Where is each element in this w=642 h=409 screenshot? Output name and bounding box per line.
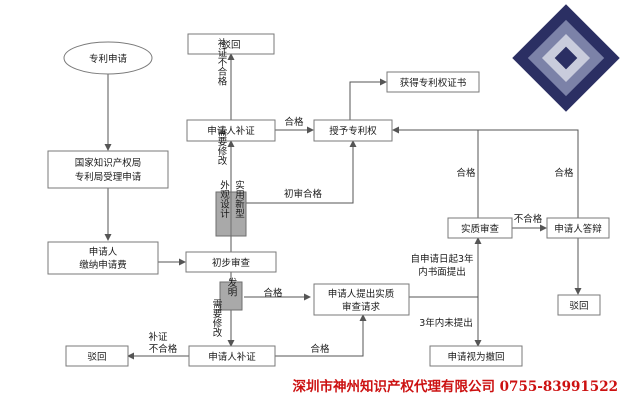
node-certificate: 获得专利权证书	[386, 71, 480, 93]
footer-company: 深圳市神州知识产权代理有限公司 0755-83991522	[292, 378, 618, 395]
label-not-pass: 不合格	[514, 213, 543, 225]
node-withdrawn-text: 申请视为撤回	[447, 351, 504, 363]
node-accept-line1: 国家知识产权局	[75, 157, 142, 169]
node-withdrawn: 申请视为撤回	[429, 345, 523, 367]
label-within-3y-line1: 自申请日起3年	[410, 253, 474, 265]
node-invention: 发明	[219, 277, 243, 311]
label-supplement-not-pass-top: 补证不合格	[216, 38, 228, 87]
label-supplement-line1: 补证	[148, 331, 168, 343]
node-supplement-top: 申请人补证	[186, 119, 276, 142]
node-start: 专利申请	[63, 41, 153, 75]
node-grant-text: 授予专利权	[329, 125, 377, 137]
label-pass-supplement-grant: 合格	[284, 116, 304, 128]
edges	[104, 53, 582, 360]
node-fee-line1: 申请人	[89, 246, 118, 258]
node-accept-line2: 专利局受理申请	[75, 171, 142, 183]
label-prelim-pass: 初审合格	[284, 188, 323, 200]
label-pass-invention: 合格	[263, 287, 283, 299]
node-reply: 申请人答辩	[546, 217, 610, 239]
node-fee: 申请人 缴纳申请费	[47, 241, 159, 275]
label-not-within-3y: 3年内未提出	[419, 317, 473, 329]
edge-supplement-exam	[275, 314, 367, 357]
edge-grant-certificate	[349, 78, 387, 120]
label-pass-substantive-grant: 合格	[456, 167, 476, 179]
node-reject-top: 驳回	[187, 33, 275, 55]
label-need-modify: 需要修改	[216, 127, 228, 166]
node-reject-left-text: 驳回	[87, 352, 106, 363]
node-substantive: 实质审查	[447, 217, 513, 239]
label-pass-reply-grant: 合格	[554, 167, 574, 179]
node-exam-request: 申请人提出实质 审查请求	[313, 283, 410, 316]
node-reject-right-text: 驳回	[569, 301, 588, 312]
node-utility-text: 实用新型	[233, 179, 245, 218]
node-supplement-bottom: 申请人补证	[188, 345, 276, 367]
node-prelim: 初步审查	[185, 251, 277, 273]
edge-prelim-pass-grant	[246, 140, 357, 204]
node-exam-request-line1: 申请人提出实质	[328, 288, 395, 300]
edge-reply-grant	[478, 129, 579, 218]
node-prelim-text: 初步审查	[212, 257, 251, 269]
node-design-text: 外观设计	[218, 179, 230, 219]
diamond-logo-icon	[512, 4, 620, 112]
node-invention-text: 发明	[226, 277, 238, 298]
node-reply-text: 申请人答辩	[554, 223, 602, 235]
label-pass-supplement-bottom: 合格	[310, 343, 330, 355]
node-accept: 国家知识产权局 专利局受理申请	[47, 150, 169, 189]
label-supplement-line2: 不合格	[149, 343, 178, 355]
node-fee-line2: 缴纳申请费	[79, 259, 127, 271]
node-certificate-text: 获得专利权证书	[400, 77, 467, 89]
node-design-utility: 外观设计 实用新型	[215, 179, 247, 237]
node-exam-request-line2: 审查请求	[342, 301, 381, 313]
node-start-text: 专利申请	[89, 53, 128, 65]
node-supplement-bottom-text: 申请人补证	[208, 351, 256, 363]
node-reject-top-text: 驳回	[221, 40, 240, 51]
node-grant: 授予专利权	[313, 119, 393, 142]
node-supplement-top-text: 申请人补证	[207, 125, 255, 137]
label-within-3y-line2: 内书面提出	[418, 266, 466, 278]
node-reject-right: 驳回	[557, 294, 601, 316]
node-reject-left: 驳回	[65, 345, 129, 367]
label-need-modify-2: 需要修改	[211, 299, 223, 338]
node-substantive-text: 实质审查	[461, 223, 500, 235]
